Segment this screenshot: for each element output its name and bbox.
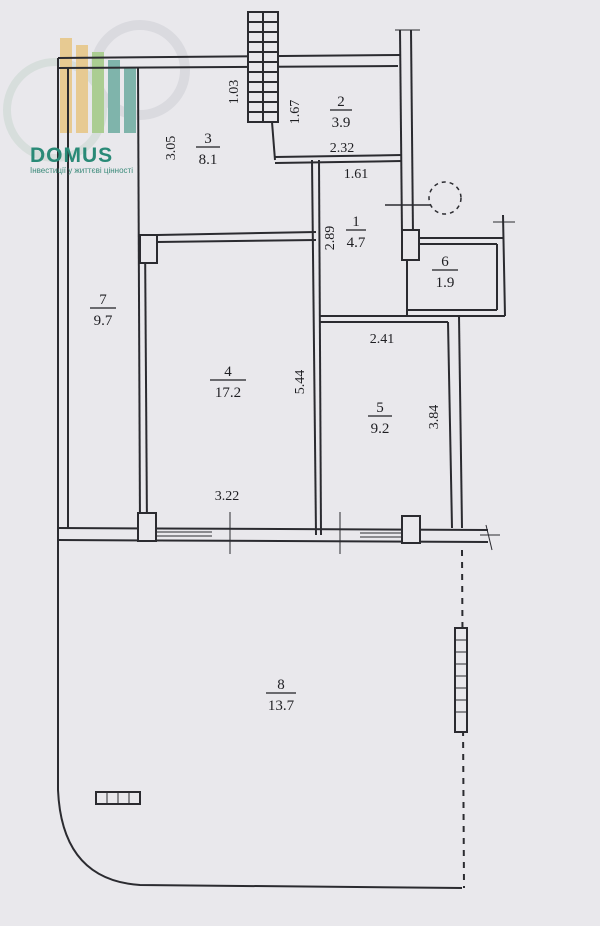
- room-5-number: 5: [376, 400, 384, 416]
- wall: [57, 539, 489, 543]
- logo-wordmark: DOMUS: [30, 144, 114, 167]
- window: [157, 531, 402, 538]
- radiator: [454, 627, 468, 733]
- wall: [57, 527, 489, 531]
- dimension-label: 5.44: [293, 370, 308, 395]
- wall: [271, 121, 276, 161]
- room-7-area: 9.7: [94, 313, 113, 329]
- wall: [318, 159, 322, 536]
- entrance-marker: [428, 181, 462, 215]
- room-8-area: 13.7: [268, 698, 295, 714]
- wall: [156, 231, 317, 236]
- wall: [156, 239, 317, 243]
- dimension-label: 1.67: [288, 100, 303, 125]
- wall: [57, 65, 399, 69]
- dimension-label: 3.05: [164, 136, 179, 161]
- column: [139, 234, 158, 264]
- room-8-number: 8: [277, 677, 285, 693]
- wall: [137, 67, 141, 529]
- balcony-outline: [57, 540, 463, 889]
- wall: [399, 29, 403, 236]
- room-2-number: 2: [337, 94, 345, 110]
- dimension-label: 1.03: [227, 80, 242, 105]
- wall: [502, 214, 506, 317]
- wall: [57, 54, 401, 59]
- room-7-number: 7: [99, 292, 107, 308]
- wall: [274, 154, 403, 158]
- room-2-area: 3.9: [332, 115, 351, 131]
- dimension-label: 2.41: [370, 332, 395, 347]
- room-3-area: 8.1: [199, 152, 218, 168]
- room-1-number: 1: [352, 214, 360, 230]
- wall: [274, 160, 403, 164]
- room-6-number: 6: [441, 254, 449, 270]
- wall: [458, 315, 463, 529]
- dimension-label: 1.61: [344, 167, 369, 182]
- wall: [144, 234, 148, 529]
- column: [137, 512, 157, 542]
- wall: [311, 159, 317, 536]
- wall: [410, 29, 414, 236]
- column: [401, 515, 421, 544]
- room-1-area: 4.7: [347, 235, 366, 251]
- room-4-number: 4: [224, 364, 232, 380]
- wall: [447, 321, 453, 529]
- logo-watermark: [3, 20, 190, 162]
- dimension-label: 3.84: [427, 405, 442, 430]
- room-4-area: 17.2: [215, 385, 241, 401]
- room-6-area: 1.9: [436, 275, 455, 291]
- room-3-number: 3: [204, 131, 212, 147]
- dimension-label: 3.22: [215, 489, 240, 504]
- dimension-label: 2.89: [323, 226, 338, 251]
- dimension-label: 2.32: [330, 141, 355, 156]
- logo-tagline: Інвестиції у життєві цінності: [30, 166, 133, 175]
- column: [401, 229, 420, 261]
- room-5-area: 9.2: [371, 421, 390, 437]
